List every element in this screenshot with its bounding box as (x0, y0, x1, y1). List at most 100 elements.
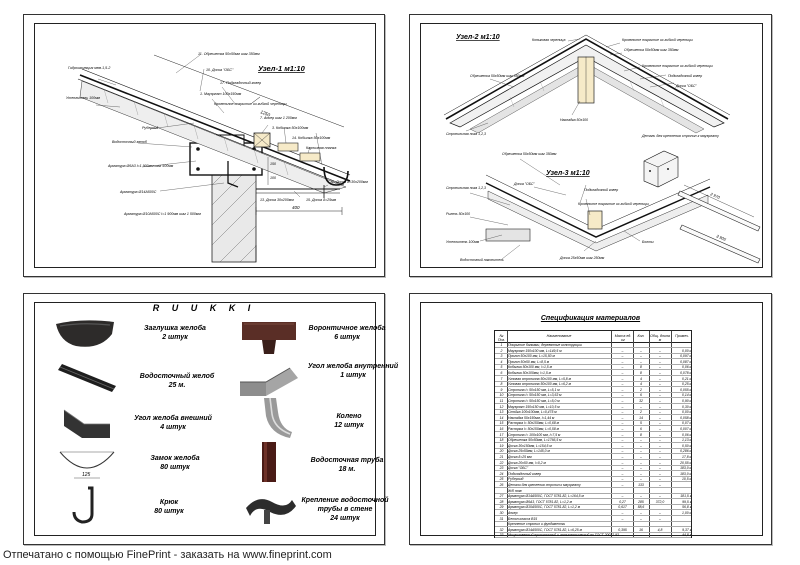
callout-osb-2: Доска "ОБС" (675, 84, 697, 88)
hook-image (72, 486, 94, 524)
spec-cell: Искусственный пропиточный и антисептичес… (508, 533, 619, 538)
spec-cell: – (659, 387, 661, 392)
spec-cell: Рубероид (508, 477, 524, 482)
dim-125: 125 (82, 472, 91, 478)
spec-cell: – (621, 387, 624, 392)
spec-cell: 33 (499, 533, 504, 538)
callout-board-15: 15. Доска δ=25мм (306, 198, 337, 202)
spec-cell: – (659, 483, 661, 487)
callout-bolts: Болты (642, 240, 654, 244)
callout-underlay: 17. Подкладочный ковер (220, 81, 261, 85)
spec-cell: 5 (500, 365, 503, 370)
print-footer: Отпечатано с помощью FinePrint - заказат… (3, 549, 332, 561)
callout-shingles: Кровельное покрытие из гибкой черепицы (214, 102, 287, 106)
callout-ridge-tile: Коньковая черепица (532, 38, 565, 42)
spec-cell: Арматура Ø14А500С, ГОСТ 5781-82, L=164,5… (508, 494, 584, 499)
spec-cell: 0,058 м³ (680, 415, 691, 420)
spec-cell: – (621, 376, 624, 381)
spec-cell: 285 (638, 499, 644, 504)
callout-membrane: Гидроизоляция мем.1,5-2 (68, 66, 110, 70)
spec-cell: 0,078 м³ (680, 371, 691, 375)
spec-cell: – (621, 371, 624, 375)
spec-cell: Доска 25х50мм, L=145,0 м (508, 449, 550, 454)
spec-cell: 28 (499, 499, 504, 504)
callout-overlay: Накладка 50х100 (560, 118, 588, 122)
spec-cell: – (659, 471, 661, 476)
spec-cell: Прогон 50х100 мм, L=15,50 м (508, 354, 555, 359)
spec-cell: 19 (499, 443, 504, 448)
spec-cell: 0,06 м³ (682, 432, 691, 437)
node-1-title: Узел-1 м1:10 (258, 64, 306, 73)
rafter-bracket-detail (643, 150, 679, 188)
spec-cell: – (621, 359, 624, 364)
spec-cell: 3 (500, 354, 503, 359)
callout-board-25x50: Доска 25х50мм шаг 250мм (559, 256, 605, 260)
gutter-outlet-image (242, 322, 296, 354)
spec-cell: – (621, 365, 624, 370)
spec-cell: – (621, 471, 624, 476)
spec-cell: 183,0 м² (680, 471, 691, 476)
spec-cell: 99,5 кг (682, 499, 691, 504)
spec-cell: Прогон 50х50 мм, L=8,5 м (508, 359, 550, 364)
spec-cell: 8 (640, 365, 642, 370)
callout-bracket: Деталь для крепления стропил к мауэрлату (641, 134, 719, 138)
spec-cell: Доска "ОБС" (508, 466, 529, 471)
spec-table-row: Крепление стропил и фундаменты (495, 522, 691, 528)
spec-cell: 0,00 м³ (682, 410, 691, 415)
callout-rebar-10: Арматура Ø10А500С l=1 900мм шаг 1 500мм (123, 212, 201, 216)
spec-cell: 14 (499, 415, 504, 420)
spec-cell: 0,30 м³ (682, 404, 691, 409)
spec-cell: 4 (500, 359, 503, 364)
spec-cell: 6 (640, 393, 642, 398)
spec-cell: 29 (499, 505, 504, 510)
callout-shingles-3: Кровельное покрытие из гибкой черепицы (578, 202, 649, 206)
spec-cell: Ж/б пояс (508, 488, 523, 493)
spec-cell: 0,07 м³ (682, 421, 691, 426)
spec-cell: – (640, 494, 642, 499)
spec-cell: – (659, 432, 661, 437)
spec-cell: – (621, 410, 624, 415)
spec-cell: 0,087 м³ (680, 359, 691, 364)
drawing-sheet-node-2-3: Узел-2 м1:10 Коньковая черепица Кровельн… (409, 14, 772, 277)
spec-cell: – (659, 533, 661, 538)
spec-cell: – (621, 382, 624, 387)
spec-cell: 8 (500, 382, 503, 387)
spec-cell: – (621, 404, 624, 409)
spec-cell: Доска 30х150мм, L=154,5 м (508, 443, 552, 448)
spec-cell: – (659, 511, 661, 515)
callout-valley-collector: Водосточный накопитель (460, 258, 504, 262)
spec-cell: 44,8 кг (682, 533, 691, 538)
spec-cell: – (640, 460, 642, 465)
spec-col-mass: Масса ед. кг (614, 334, 632, 342)
spec-col-note: Примеч. (675, 334, 689, 338)
spec-cell: – (621, 494, 624, 499)
callout-osb: 10. Доска "ОБС" (206, 68, 234, 72)
callout-batten-2a: Обрешетка 50х50мм шаг 350мм (624, 48, 679, 52)
spec-cell: – (640, 359, 642, 364)
callout-shingles-2a: Кровельное покрытие из гибкой черепицы (622, 38, 693, 42)
gutter-inner-corner-image (240, 367, 298, 396)
spec-cell: 56,8 кг (682, 505, 691, 510)
spec-cell: 0,055 м³ (680, 387, 691, 392)
spec-cell: 18 (499, 438, 504, 443)
spec-cell: – (621, 477, 624, 482)
spec-cell: Мауэрлат 150х100 мм, L=149,5 м (508, 348, 562, 353)
spec-cell: – (621, 466, 624, 471)
spec-cell: 4,8 (657, 527, 663, 532)
spec-cell: 6 (500, 371, 503, 375)
spec-cell: 4 (640, 382, 642, 387)
spec-cell: 0,27 (619, 499, 626, 504)
callout-rebar-14: Арматура Ø14А500С (119, 190, 157, 194)
dim-3905: 3 905 (716, 233, 728, 242)
spec-cell: 31 (499, 516, 504, 521)
